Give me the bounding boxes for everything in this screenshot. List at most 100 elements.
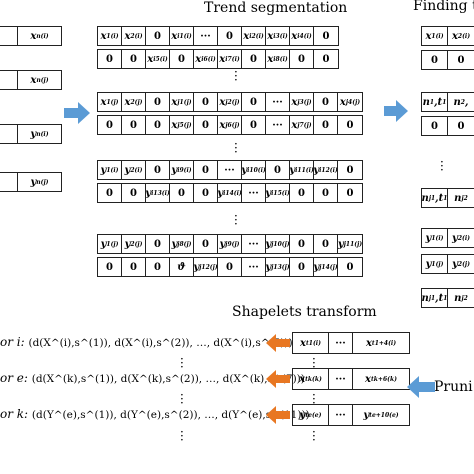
shapelet-distance-formula: or i: (d(X^(i),s^(1)), d(X^(i),s^(2)), ……	[0, 335, 293, 349]
vertical-ellipsis: ···	[180, 425, 184, 447]
shapelets-transform-title: Shapelets transform	[232, 304, 377, 320]
zero-cell: 0	[266, 161, 290, 179]
value-cell: yj10(j)	[266, 235, 290, 253]
zero-cell: 0	[290, 184, 314, 202]
value-cell: yi11(i)	[290, 161, 314, 179]
zero-cell: 0	[322, 53, 330, 65]
vertical-ellipsis: ···	[440, 155, 444, 177]
blue-arrow-left-icon	[407, 376, 435, 398]
zero-cell: 0	[242, 50, 266, 68]
orange-arrow-left-icon	[266, 406, 290, 424]
zero-cell: 0	[346, 164, 354, 176]
value-cell: yi12(i)	[314, 161, 338, 179]
zero-cell: 0	[194, 235, 218, 253]
zero-cell: 0	[346, 261, 354, 273]
class-label: or k:	[0, 407, 32, 421]
blank-cell	[0, 27, 18, 45]
shapelet-distance-formula: or e: (d(X^(k),s^(1)), d(X^(k),s^(2)), ……	[0, 371, 305, 385]
zero-cell: 0	[346, 119, 354, 131]
zero-cell: 0	[122, 116, 146, 134]
zero-cell: 0	[122, 50, 146, 68]
trend-bottom-strip: 00yi13(i)00yi14(i)···yi15(i)000	[97, 183, 363, 203]
orange-arrow-left-icon	[266, 370, 290, 388]
value-cell: yi10(i)	[242, 161, 266, 179]
zero-cell: 0	[314, 93, 338, 111]
zero-cell: 0	[346, 187, 354, 199]
vertical-ellipsis: ···	[180, 352, 184, 374]
ellipsis-cell: ···	[266, 93, 290, 111]
value-cell: yj14(j)	[314, 258, 338, 276]
blank-cell	[0, 71, 18, 89]
zero-cell: 0	[290, 235, 314, 253]
zero-cell: 0	[194, 161, 218, 179]
orange-arrow-left-icon	[266, 334, 290, 352]
ellipsis-cell: ···	[266, 116, 290, 134]
vertical-ellipsis: ···	[234, 209, 238, 231]
vertical-ellipsis: ···	[312, 425, 316, 447]
zero-cell: 0	[457, 54, 465, 66]
ellipsis-cell: ···	[329, 405, 353, 425]
vertical-ellipsis: ···	[234, 137, 238, 159]
ellipsis-cell: ···	[242, 184, 266, 202]
zero-cell: 0	[242, 93, 266, 111]
value-cell: yi15(i)	[266, 184, 290, 202]
vertical-ellipsis: ···	[312, 388, 316, 410]
blank-cell	[0, 173, 18, 191]
zero-cell: 0	[98, 184, 122, 202]
zero-cell: 0	[122, 184, 146, 202]
shapelet-distance-formula: or k: (d(Y^(e),s^(1)), d(Y^(e),s^(2)), ……	[0, 407, 310, 421]
zero-cell: 0	[322, 30, 330, 42]
trend-top-strip: y1(i)y2(i)0yi9(i)0···yi10(i)0yi11(i)yi12…	[97, 160, 363, 180]
formula-text: (d(X^(i),s^(1)), d(X^(i),s^(2)), …, d(X^…	[28, 337, 293, 349]
zero-cell: 0	[146, 258, 170, 276]
ellipsis-cell: ···	[218, 161, 242, 179]
blank-cell	[0, 125, 18, 143]
ellipsis-cell: ···	[329, 333, 353, 353]
zero-cell: 0	[218, 258, 242, 276]
formula-text: (d(Y^(e),s^(1)), d(Y^(e),s^(2)), …, d(Y^…	[31, 409, 310, 421]
ellipsis-cell: ···	[242, 235, 266, 253]
finding-title: Finding th	[413, 0, 474, 14]
value-cell: yj12(j)	[194, 258, 218, 276]
